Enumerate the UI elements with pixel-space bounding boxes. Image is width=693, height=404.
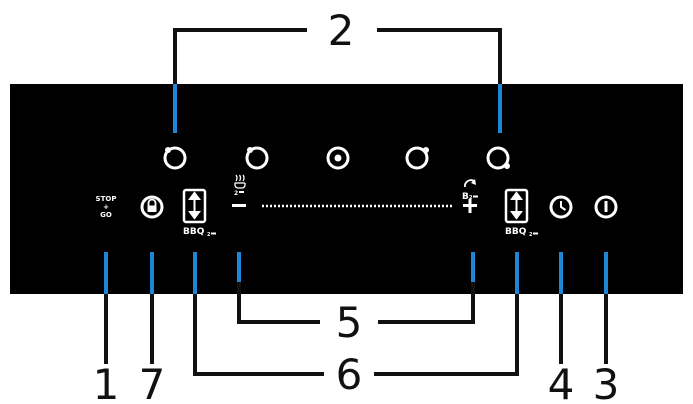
callout-label-3: 3 (593, 360, 620, 404)
zone-selector-icon[interactable] (163, 146, 187, 170)
control-panel (10, 84, 683, 294)
zone-selector-icon[interactable] (245, 146, 269, 170)
stop-go-button[interactable]: STOP + GO (96, 195, 117, 219)
boost-sub-mark (473, 195, 478, 198)
boost-prefix: B (462, 192, 469, 202)
callout-label-1: 1 (93, 360, 120, 404)
blue-leaders-bottom (104, 252, 608, 294)
bbq-left-button[interactable]: BBQ 2 (182, 188, 216, 238)
bbq-right-label: BBQ (505, 227, 527, 237)
lock-icon[interactable] (140, 195, 164, 219)
bbq-left-sub: 2 (207, 232, 211, 238)
zone-selector-icon[interactable] (486, 146, 510, 170)
zone-selectors (163, 146, 510, 170)
callout-label-6: 6 (336, 350, 363, 399)
plus-icon (463, 199, 477, 213)
clock-icon[interactable] (549, 195, 573, 219)
callout-label-5: 5 (336, 298, 363, 347)
bbq-left-label: BBQ (183, 227, 205, 237)
zone-selector-icon[interactable] (405, 146, 429, 170)
bbq-right-sub-mark (533, 232, 538, 235)
power-icon[interactable] (594, 195, 618, 219)
boost-arc-icon (464, 179, 476, 188)
callout-2-leader (173, 28, 502, 84)
keep-warm-sub-mark (239, 191, 244, 193)
minus-icon (232, 204, 246, 207)
updown-arrows-icon (182, 188, 207, 224)
zone-selector-center-icon[interactable] (326, 146, 350, 170)
updown-arrows-icon (504, 188, 529, 224)
stop-go-top-text: STOP (96, 195, 117, 203)
minus-button[interactable]: 2 (232, 174, 246, 207)
plus-button[interactable]: B 2 (462, 179, 478, 213)
black-leaders-bottom (104, 282, 608, 376)
callout-label-4: 4 (548, 360, 575, 404)
boost-sub: 2 (469, 195, 473, 201)
callout-label-2: 2 (328, 6, 355, 55)
keep-warm-icon (234, 174, 246, 189)
stop-go-mid-text: + (103, 203, 109, 211)
bbq-right-sub: 2 (529, 232, 533, 238)
bbq-right-button[interactable]: BBQ 2 (504, 188, 538, 238)
callout-2-blue-leaders (173, 84, 502, 133)
keep-warm-sub: 2 (234, 190, 238, 197)
bbq-left-sub-mark (211, 232, 216, 235)
callout-label-7: 7 (139, 360, 166, 404)
stop-go-bottom-text: GO (100, 211, 112, 219)
